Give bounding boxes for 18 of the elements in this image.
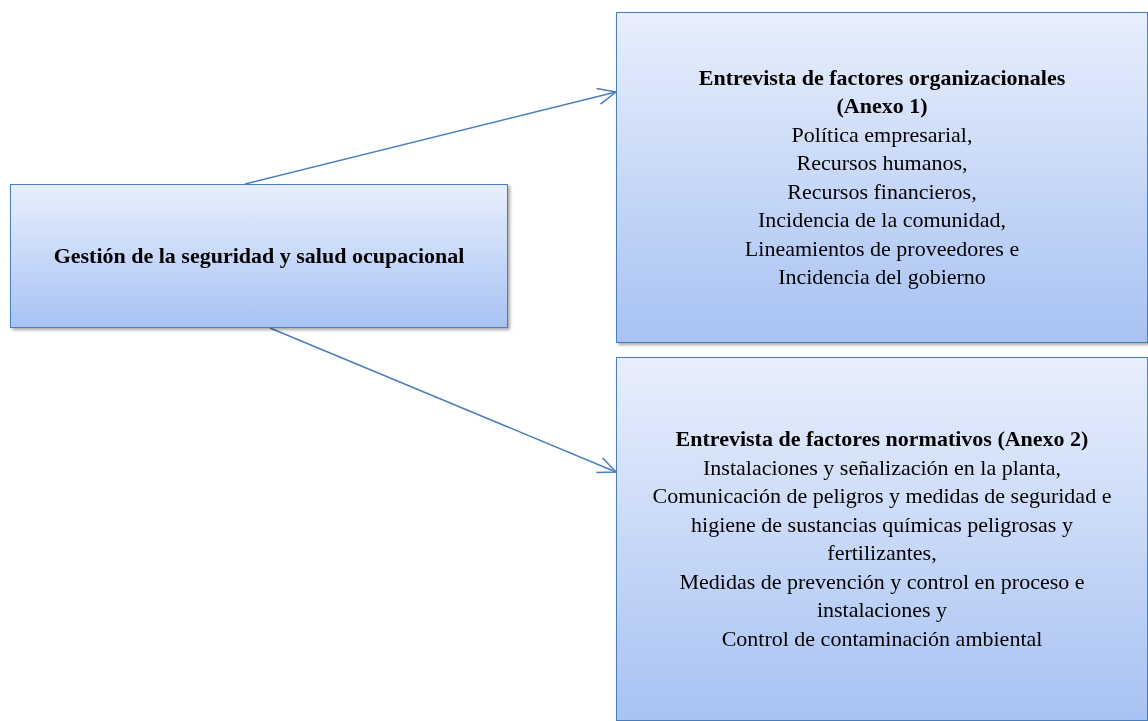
box-text: Comunicación de peligros y medidas de seguridad e higiene de sustancias químicas peligrosas y fertilizantes, (651, 482, 1113, 567)
box-heading: Gestión de la seguridad y salud ocupacional (52, 241, 466, 270)
process-box (616, 357, 1148, 721)
box-heading: Entrevista de factores organizacionales (Anexo 1) (697, 63, 1067, 120)
box-text: Incidencia del gobierno (777, 263, 987, 291)
box-text: Lineamientos de proveedores e (743, 234, 1021, 263)
box-text: Recursos humanos, (795, 149, 969, 177)
box-heading: Entrevista de factores normativos (Anexo 2) (674, 425, 1090, 453)
box-text: Medidas de prevención y control en proceso e instalaciones y (678, 567, 1086, 624)
box-text: Incidencia de la comunidad, (757, 206, 1007, 234)
box-text: Recursos financieros, (786, 177, 978, 206)
arrow (244, 87, 617, 185)
process-box (10, 184, 508, 328)
box-text: Control de contaminación ambiental (720, 624, 1044, 653)
process-box (616, 12, 1148, 343)
box-text: Política empresarial, (790, 120, 974, 149)
box-text: Instalaciones y señalización en la planta, (702, 453, 1062, 482)
arrow (269, 327, 617, 474)
